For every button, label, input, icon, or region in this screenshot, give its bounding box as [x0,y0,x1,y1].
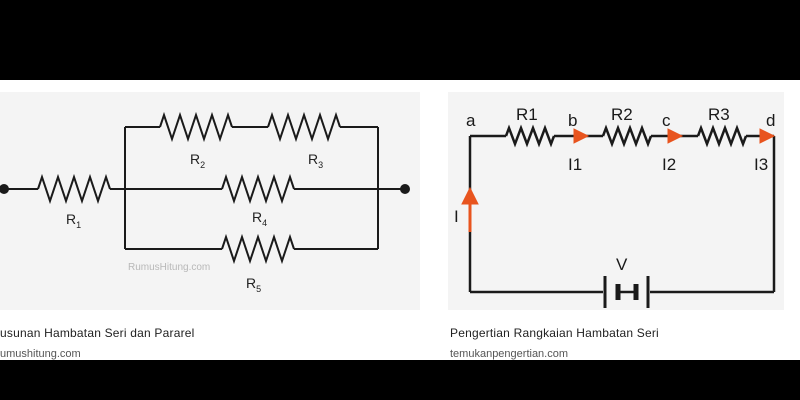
label-v: V [616,255,628,274]
watermark-text: RumusHitung.com [128,262,210,273]
image-results-strip: R1 R2 R3 R4 R5 RumusHitung.com usunan Ha… [0,80,800,360]
result-title[interactable]: Pengertian Rangkaian Hambatan Seri [450,326,659,340]
label-r2: R2 [190,151,205,170]
node-c: c [662,111,671,130]
parallel-circuit-diagram: R1 R2 R3 R4 R5 RumusHitung.com [0,111,410,294]
series-circuit-diagram: a b c d R1 R2 R3 I1 I2 I3 I V [454,105,776,308]
current-arrow-up-icon [461,186,479,205]
current-arrow-right-icon [667,128,684,144]
current-arrow-right-icon [759,128,776,144]
label-i3: I3 [754,155,768,174]
label-i1: I1 [568,155,582,174]
current-arrow-right-icon [573,128,590,144]
battery-symbol [603,276,650,308]
result-source[interactable]: temukanpengertian.com [450,348,569,360]
result-title[interactable]: usunan Hambatan Seri dan Pararel [0,326,195,340]
label-i: I [454,207,459,226]
right-terminal-dot [400,184,410,194]
label-r3: R3 [308,151,323,170]
node-d: d [766,111,775,130]
label-r5: R5 [246,275,261,294]
result-thumbnail[interactable]: a b c d R1 R2 R3 I1 I2 I3 I V [448,92,784,310]
label-r4: R4 [252,209,267,228]
node-b: b [568,111,577,130]
node-a: a [466,111,476,130]
left-terminal-dot [0,184,9,194]
result-thumbnail[interactable]: R1 R2 R3 R4 R5 RumusHitung.com [0,92,420,310]
result-source[interactable]: umushitung.com [0,348,81,360]
label-r1: R1 [66,211,81,230]
image-result-card[interactable]: a b c d R1 R2 R3 I1 I2 I3 I V Pengertian… [448,80,788,360]
label-r2: R2 [611,105,633,124]
label-r1: R1 [516,105,538,124]
image-result-card[interactable]: R1 R2 R3 R4 R5 RumusHitung.com usunan Ha… [0,80,420,360]
label-r3: R3 [708,105,730,124]
label-i2: I2 [662,155,676,174]
